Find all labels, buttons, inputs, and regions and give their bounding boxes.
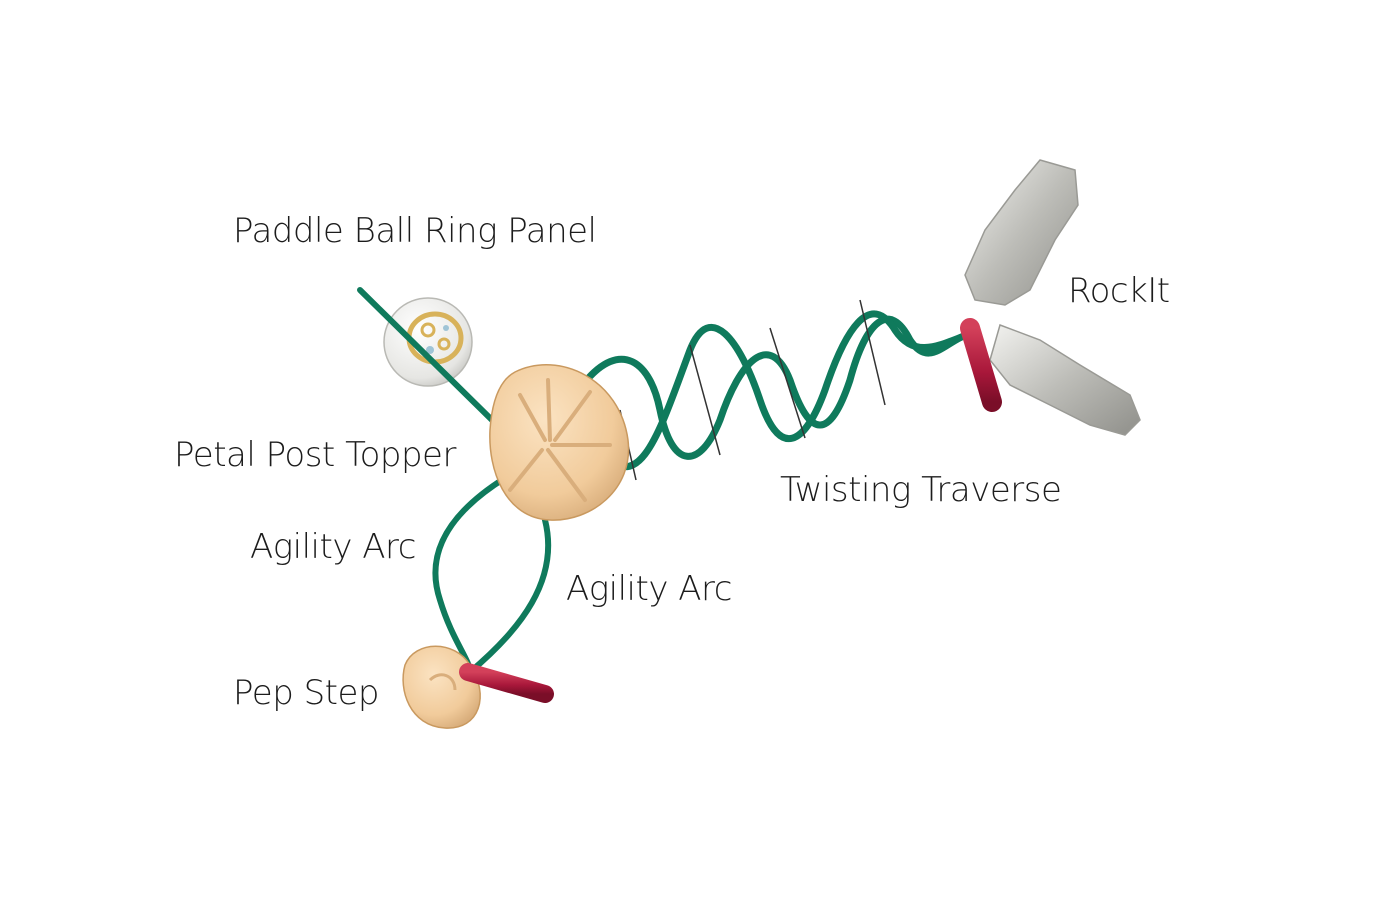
pep-step-red-handle xyxy=(459,663,554,703)
label-petal-post-topper: Petal Post Topper xyxy=(174,435,456,475)
agility-arc-left xyxy=(432,475,508,675)
label-paddle-ball-ring-panel: Paddle Ball Ring Panel xyxy=(233,211,597,251)
rockit xyxy=(964,159,1141,436)
label-twisting-traverse: Twisting Traverse xyxy=(780,470,1062,510)
rockit-red-handle xyxy=(960,318,1002,412)
panel-pole xyxy=(357,287,495,423)
label-agility-arc-right: Agility Arc xyxy=(566,569,732,609)
petal-post-topper xyxy=(489,364,630,521)
twisting-traverse xyxy=(581,299,976,481)
label-agility-arc-left: Agility Arc xyxy=(250,527,416,567)
agility-arc-right xyxy=(467,517,552,675)
paddle-ball-ring-panel xyxy=(383,297,473,387)
label-pep-step: Pep Step xyxy=(233,673,380,713)
label-rockit: RockIt xyxy=(1068,271,1170,311)
